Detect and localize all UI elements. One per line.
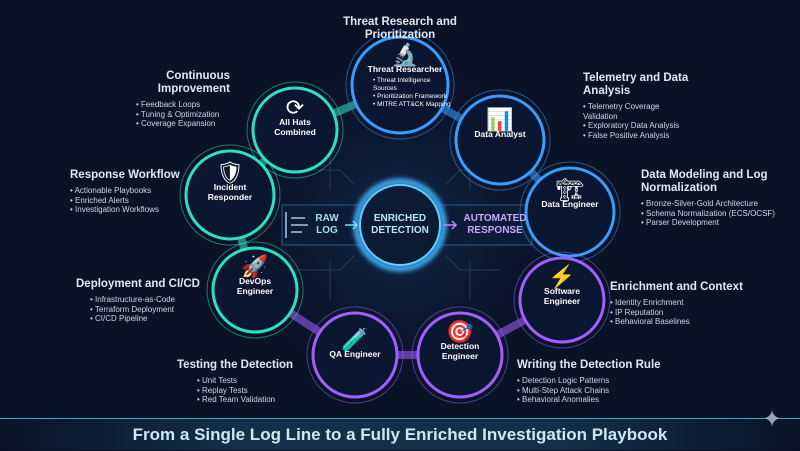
center-gear (359, 184, 441, 266)
node-data-analyst: 📊Data Analyst (455, 107, 545, 140)
role-ring (251, 86, 339, 174)
role-ring-halo (449, 89, 551, 191)
stage-continuous-improvement: Continuous ImprovementFeedback LoopsTuni… (136, 70, 230, 129)
crane-icon: 🏗 (556, 177, 584, 202)
node-qa-engineer: 🧪QA Engineer (310, 327, 400, 360)
arrow-icon (345, 220, 359, 230)
raw-log-label: RAW LOG (315, 213, 339, 236)
stage-telemetry: Telemetry and Data AnalysisTelemetry Cov… (583, 72, 693, 140)
node-incident-responder: 🛡Incident Responder (185, 160, 275, 203)
code-bolt-icon: ⚡ (548, 264, 576, 289)
log-lines-icon (285, 212, 308, 238)
microscope-icon: 🔬 (391, 42, 419, 67)
role-ring (416, 311, 504, 399)
rocket-icon: 🚀 (241, 254, 269, 279)
test-tube-icon: 🧪 (341, 327, 369, 352)
role-ring-halo (411, 306, 509, 404)
banner-title: From a Single Log Line to a Fully Enrich… (132, 425, 668, 444)
arrow-icon (444, 220, 458, 230)
role-ring-halo (246, 81, 344, 179)
shield-icon: 🛡 (216, 160, 244, 185)
stage-writing-rule: Writing the Detection RuleDetection Logi… (517, 359, 687, 405)
target-icon: 🎯 (446, 319, 474, 344)
node-all-hats: ⟳All Hats Combined (250, 95, 340, 138)
stage-response-workflow: Response WorkflowActionable PlaybooksEnr… (70, 169, 182, 215)
stage-deployment: Deployment and CI/CDInfrastructure-as-Co… (76, 278, 206, 324)
node-devops-engineer: 🚀DevOps Engineer (210, 254, 300, 297)
stage-data-modeling: Data Modeling and Log NormalizationBronz… (641, 169, 791, 228)
role-ring-halo (306, 306, 404, 404)
role-ring-halo (206, 241, 304, 339)
node-threat-researcher: 🔬 Threat Researcher Threat Intelligence … (355, 42, 455, 109)
banner: From a Single Log Line to a Fully Enrich… (0, 418, 800, 450)
node-detection-engineer: 🎯Detection Engineer (415, 319, 505, 362)
node-data-engineer: 🏗Data Engineer (525, 177, 615, 210)
role-ring (518, 256, 606, 344)
stage-enrichment: Enrichment and ContextIdentity Enrichmen… (610, 281, 780, 327)
stage-threat-research: Threat Research and Prioritization (343, 16, 457, 41)
node-software-engineer: ⚡Software Engineer (517, 264, 607, 307)
automated-response-label: AUTOMATED RESPONSE (463, 213, 527, 236)
stage-testing: Testing the DetectionUnit TestsReplay Te… (177, 359, 302, 405)
enriched-detection-label: ENRICHED DETECTION (371, 213, 429, 236)
chart-icon: 📊 (486, 107, 514, 132)
sparkle-icon: ✦ (762, 406, 783, 433)
cycle-gear-icon: ⟳ (285, 95, 305, 120)
role-ring (524, 166, 616, 258)
role-ring (184, 149, 276, 241)
role-ring (454, 94, 546, 186)
role-ring (311, 311, 399, 399)
role-ring (211, 246, 299, 334)
